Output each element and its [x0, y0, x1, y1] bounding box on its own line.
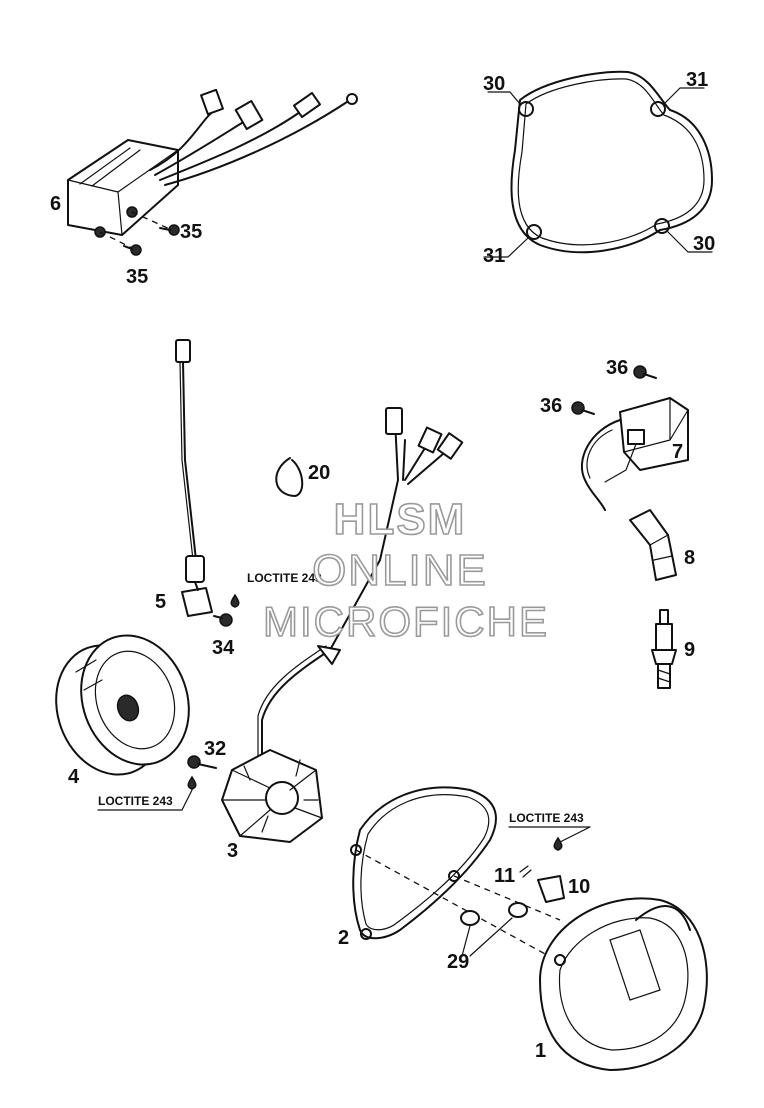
loctite-note-1: LOCTITE 243: [247, 571, 322, 585]
callout-29: 29: [447, 951, 469, 973]
callout-30-top: 30: [483, 73, 505, 95]
callout-9: 9: [684, 639, 695, 661]
callout-8: 8: [684, 547, 695, 569]
loctite-note-3: LOCTITE 243: [509, 811, 584, 825]
watermark-line-2: ONLINE: [312, 546, 488, 595]
flywheel-rotor: [55, 634, 190, 776]
watermark: HLSM ONLINE MICROFICHE: [262, 494, 549, 646]
callout-1: 1: [535, 1040, 546, 1062]
callout-34: 34: [212, 637, 235, 659]
callout-5: 5: [155, 591, 166, 613]
screw-32: [187, 755, 217, 790]
plug-11-10: [519, 836, 565, 903]
loctite-notes: LOCTITE 243 LOCTITE 243 LOCTITE 243: [97, 571, 591, 843]
loctite-note-2: LOCTITE 243: [98, 794, 173, 808]
callout-6: 6: [50, 193, 61, 215]
stator: [221, 407, 464, 843]
callout-36-top: 36: [606, 357, 628, 379]
spark-plug-cap: [629, 509, 677, 581]
callout-36-left: 36: [540, 395, 562, 417]
callout-11: 11: [494, 865, 515, 887]
ignition-cover: [539, 897, 708, 1071]
callout-31-top: 31: [686, 69, 708, 91]
callout-10: 10: [568, 876, 590, 898]
watermark-line-1: HLSM: [334, 495, 467, 544]
callout-labels: 6 35 35 30 31 31 30 36 36 7 20 8 5 34 9 …: [50, 69, 715, 1062]
callout-3: 3: [227, 840, 238, 862]
cdi-unit: [67, 88, 358, 238]
cable-tie-20: [275, 457, 304, 497]
screw-34: [213, 593, 240, 627]
bolts-35: [99, 211, 180, 256]
ignition-coil: [580, 397, 689, 511]
callout-32: 32: [204, 738, 226, 760]
watermark-line-3: MICROFICHE: [263, 598, 549, 645]
spark-plug: [651, 609, 677, 689]
callout-35-bottom: 35: [126, 266, 148, 288]
callout-2: 2: [338, 927, 349, 949]
dowels-29: [355, 849, 561, 961]
callout-31-bottom: 31: [483, 245, 505, 267]
callout-35-right: 35: [180, 221, 202, 243]
cover-gasket-30-31: [483, 70, 713, 258]
callout-7: 7: [672, 441, 683, 463]
bolts-36: [571, 365, 657, 415]
callout-4: 4: [68, 766, 80, 788]
pickup-sensor: [175, 339, 213, 617]
callout-30-bottom: 30: [693, 233, 715, 255]
cover-gasket-2: [350, 786, 497, 940]
callout-20: 20: [308, 462, 330, 484]
